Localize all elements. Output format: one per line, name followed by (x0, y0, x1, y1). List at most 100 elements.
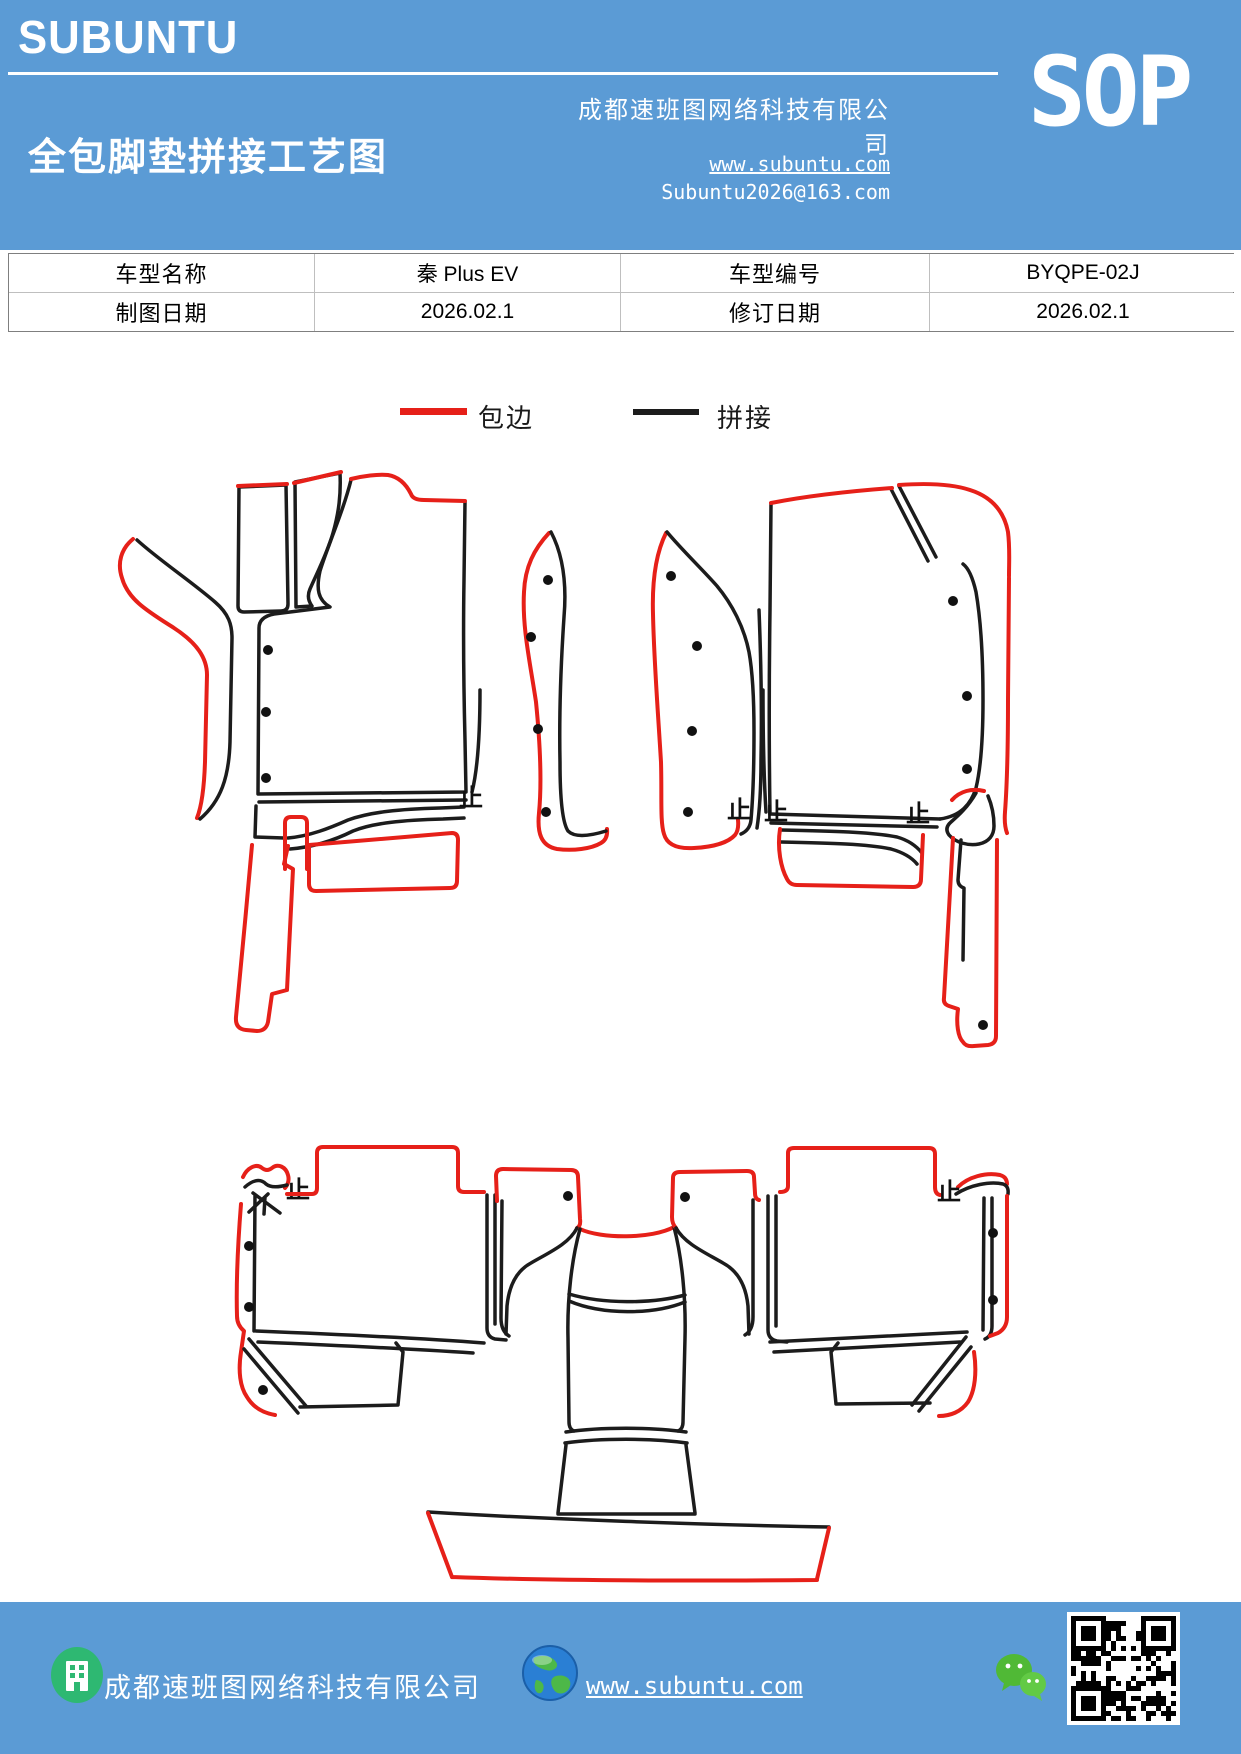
black-seam-path (566, 1227, 582, 1433)
black-seam-path (779, 828, 924, 855)
qr-module (1116, 1716, 1121, 1721)
qr-module (1121, 1706, 1126, 1711)
table-cell-draw-date-value: 2026.02.1 (315, 293, 620, 331)
stop-mark: 止 (764, 799, 788, 826)
qr-module (1091, 1696, 1096, 1701)
stop-mark: 止 (727, 797, 751, 824)
qr-module (1091, 1681, 1096, 1686)
qr-module (1171, 1701, 1176, 1706)
black-seam-path (956, 838, 966, 962)
black-seam-path (243, 1178, 289, 1189)
red-edge-path (670, 1169, 761, 1230)
front-right-mat: 止 止 止 (650, 482, 1012, 1049)
page-header: SUBUNTU 成都速班图网络科技有限公司 SOP 全包脚垫拼接工艺图 www.… (0, 0, 1241, 250)
red-edge-path (426, 1511, 831, 1583)
qr-module (1136, 1686, 1141, 1691)
qr-module (1086, 1656, 1091, 1661)
qr-module (1161, 1646, 1166, 1651)
qr-module (1131, 1686, 1136, 1691)
qr-module (1081, 1656, 1086, 1661)
qr-module (1081, 1716, 1086, 1721)
qr-module (1156, 1626, 1161, 1631)
qr-module (1116, 1626, 1121, 1631)
snap-dot (533, 724, 543, 734)
qr-module (1096, 1716, 1101, 1721)
qr-module (1126, 1681, 1131, 1686)
qr-module (1131, 1696, 1136, 1701)
qr-module (1136, 1631, 1141, 1636)
qr-module (1141, 1636, 1146, 1641)
qr-module (1086, 1696, 1091, 1701)
qr-module (1111, 1696, 1116, 1701)
black-seam-path (674, 1226, 751, 1336)
red-edge-path (778, 1146, 942, 1197)
qr-module (1086, 1636, 1091, 1641)
legend-swatches (400, 408, 699, 415)
header-website-link[interactable]: www.subuntu.com (709, 152, 890, 176)
stop-mark: 止 (459, 785, 483, 812)
qr-module (1106, 1621, 1111, 1626)
qr-module (1101, 1631, 1106, 1636)
rear-mats: 止 (234, 1145, 1010, 1583)
qr-module (1081, 1636, 1086, 1641)
black-seam-path (252, 1194, 257, 1333)
red-edge-path (897, 482, 1012, 578)
qr-module (1141, 1616, 1146, 1621)
red-edge-path (283, 815, 309, 871)
table-cell-draw-date-label: 制图日期 (9, 293, 314, 331)
qr-module (1151, 1616, 1156, 1621)
qr-module (1106, 1711, 1111, 1716)
qr-module (1081, 1631, 1086, 1636)
stop-mark: 止 (937, 1179, 961, 1206)
snap-dot (687, 726, 697, 736)
qr-module (1096, 1681, 1101, 1686)
black-seam-path (253, 804, 286, 840)
qr-module (1106, 1636, 1111, 1641)
qr-module (1091, 1686, 1096, 1691)
wechat-icon (996, 1654, 1046, 1701)
sop-label: SOP (1028, 36, 1193, 148)
snap-dot (543, 575, 553, 585)
qr-module (1156, 1676, 1161, 1681)
qr-module (1076, 1646, 1081, 1651)
qr-module (1161, 1636, 1166, 1641)
qr-module (1086, 1661, 1091, 1666)
qr-module (1161, 1711, 1166, 1716)
black-seam-path (286, 805, 466, 840)
qr-module (1151, 1646, 1156, 1651)
qr-module (1166, 1616, 1171, 1621)
black-seam-path (897, 484, 938, 559)
qr-module (1116, 1681, 1121, 1686)
qr-module (1071, 1706, 1076, 1711)
snap-dot (541, 807, 551, 817)
snap-dot (261, 773, 271, 783)
qr-module (1161, 1671, 1166, 1676)
qr-module (1081, 1646, 1086, 1651)
qr-module (1091, 1636, 1096, 1641)
qr-module (1106, 1696, 1111, 1701)
qr-module (1151, 1701, 1156, 1706)
qr-module (1141, 1626, 1146, 1631)
snap-dot (683, 807, 693, 817)
black-seam-path (247, 1191, 282, 1216)
qr-module (1101, 1701, 1106, 1706)
black-seam-path (242, 1337, 308, 1415)
qr-module (1071, 1631, 1076, 1636)
qr-module (1161, 1616, 1166, 1621)
qr-module (1166, 1646, 1171, 1651)
qr-module (1116, 1631, 1121, 1636)
qr-module (1171, 1716, 1176, 1721)
qr-module (1111, 1626, 1116, 1631)
qr-module (1091, 1661, 1096, 1666)
footer-website-link[interactable]: www.subuntu.com (586, 1672, 803, 1700)
black-seam-path (257, 798, 468, 804)
qr-module (1091, 1651, 1096, 1656)
qr-module (1101, 1636, 1106, 1641)
qr-module (1101, 1626, 1106, 1631)
qr-module (1156, 1616, 1161, 1621)
snap-dot (261, 707, 271, 717)
qr-module (1121, 1646, 1126, 1651)
qr-code (1067, 1612, 1180, 1725)
red-edge-path (937, 1350, 978, 1418)
